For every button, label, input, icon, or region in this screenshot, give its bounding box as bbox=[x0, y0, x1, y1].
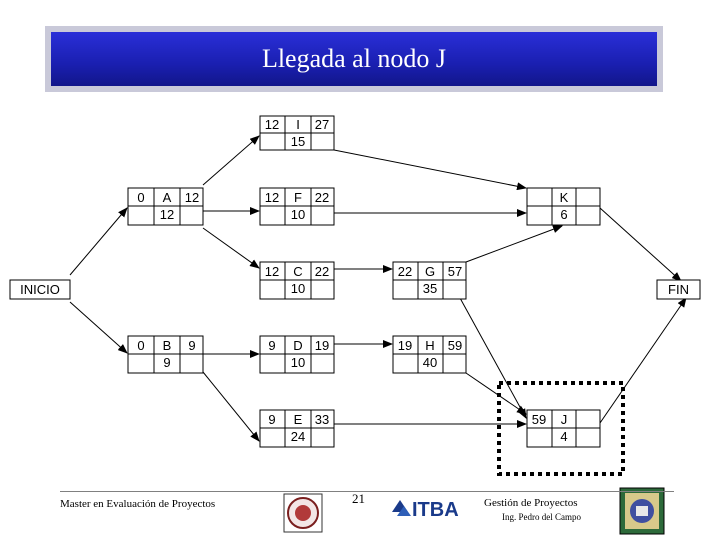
footer-divider bbox=[60, 491, 674, 492]
node-i-dur: 15 bbox=[291, 134, 305, 149]
footer-author: Ing. Pedro del Campo bbox=[502, 512, 581, 522]
node-b-name: B bbox=[163, 338, 172, 353]
node-i-ef: 27 bbox=[315, 117, 329, 132]
node-a-ef: 12 bbox=[185, 190, 199, 205]
arrow-inicio-b bbox=[69, 301, 128, 354]
inicio-label: INICIO bbox=[20, 282, 60, 297]
node-c: 12 C 22 10 bbox=[259, 261, 335, 300]
footer-left-text: Master en Evaluación de Proyectos bbox=[60, 498, 216, 510]
highlight-box-j bbox=[497, 381, 625, 476]
node-j-dur: 4 bbox=[560, 429, 567, 444]
node-b-dur: 9 bbox=[163, 355, 170, 370]
node-b-ef: 9 bbox=[188, 338, 195, 353]
node-a-name: A bbox=[163, 190, 172, 205]
node-k-dur: 6 bbox=[560, 207, 567, 222]
node-k-name: K bbox=[560, 190, 569, 205]
node-j-name: J bbox=[561, 412, 568, 427]
node-k: K 6 bbox=[526, 187, 601, 226]
node-f-es: 12 bbox=[265, 190, 279, 205]
node-h-ef: 59 bbox=[448, 338, 462, 353]
node-e-name: E bbox=[294, 412, 303, 427]
page-number: 21 bbox=[352, 491, 365, 506]
node-d-dur: 10 bbox=[291, 355, 305, 370]
node-i-name: I bbox=[296, 117, 300, 132]
itba-logo-text: ITBA bbox=[412, 499, 459, 521]
fin-node bbox=[656, 279, 701, 300]
node-f: 12 F 22 10 bbox=[259, 187, 335, 226]
arrow-a-i bbox=[202, 135, 260, 186]
arrow-h-j bbox=[465, 372, 527, 415]
node-h-name: H bbox=[425, 338, 434, 353]
node-d-name: D bbox=[293, 338, 302, 353]
node-g: 22 G 57 35 bbox=[392, 261, 467, 300]
fin-label: FIN bbox=[668, 282, 689, 297]
arrow-b-e bbox=[202, 371, 260, 442]
inicio-node bbox=[9, 279, 71, 300]
node-h-dur: 40 bbox=[423, 355, 437, 370]
title-frame: Llegada al nodo J bbox=[45, 26, 663, 92]
institution-emblem bbox=[619, 487, 665, 535]
node-g-dur: 35 bbox=[423, 281, 437, 296]
node-h-es: 19 bbox=[398, 338, 412, 353]
university-seal bbox=[283, 493, 323, 533]
node-g-ef: 57 bbox=[448, 264, 462, 279]
arrow-a-c bbox=[202, 227, 260, 269]
node-a: 0 A 12 12 bbox=[127, 187, 204, 226]
node-f-ef: 22 bbox=[315, 190, 329, 205]
node-e-es: 9 bbox=[268, 412, 275, 427]
itba-logo: ITBA bbox=[392, 499, 459, 521]
node-h: 19 H 59 40 bbox=[392, 335, 467, 374]
node-a-es: 0 bbox=[137, 190, 144, 205]
node-f-name: F bbox=[294, 190, 302, 205]
arrow-j-fin bbox=[599, 297, 687, 424]
node-j: 59 J 4 bbox=[526, 409, 601, 448]
node-g-name: G bbox=[425, 264, 435, 279]
node-c-name: C bbox=[293, 264, 302, 279]
node-a-dur: 12 bbox=[160, 207, 174, 222]
node-j-es: 59 bbox=[532, 412, 546, 427]
node-b: 0 B 9 9 bbox=[127, 335, 204, 374]
node-e: 9 E 33 24 bbox=[259, 409, 335, 448]
node-d-es: 9 bbox=[268, 338, 275, 353]
slide-title: Llegada al nodo J bbox=[261, 44, 447, 73]
node-d-ef: 19 bbox=[315, 338, 329, 353]
node-c-dur: 10 bbox=[291, 281, 305, 296]
arrow-g-k bbox=[465, 225, 563, 263]
arrow-g-j bbox=[459, 297, 527, 419]
title-bar: Llegada al nodo J bbox=[51, 32, 657, 86]
arrow-inicio-a bbox=[69, 207, 128, 276]
arrow-k-fin bbox=[599, 207, 682, 282]
node-i-es: 12 bbox=[265, 117, 279, 132]
node-e-dur: 24 bbox=[291, 429, 305, 444]
arrow-i-k bbox=[333, 149, 527, 191]
node-f-dur: 10 bbox=[291, 207, 305, 222]
footer-course-title: Gestión de Proyectos bbox=[484, 497, 578, 509]
node-e-ef: 33 bbox=[315, 412, 329, 427]
node-g-es: 22 bbox=[398, 264, 412, 279]
node-b-es: 0 bbox=[137, 338, 144, 353]
node-d: 9 D 19 10 bbox=[259, 335, 335, 374]
node-c-es: 12 bbox=[265, 264, 279, 279]
node-i: 12 I 27 15 bbox=[259, 115, 335, 151]
node-c-ef: 22 bbox=[315, 264, 329, 279]
